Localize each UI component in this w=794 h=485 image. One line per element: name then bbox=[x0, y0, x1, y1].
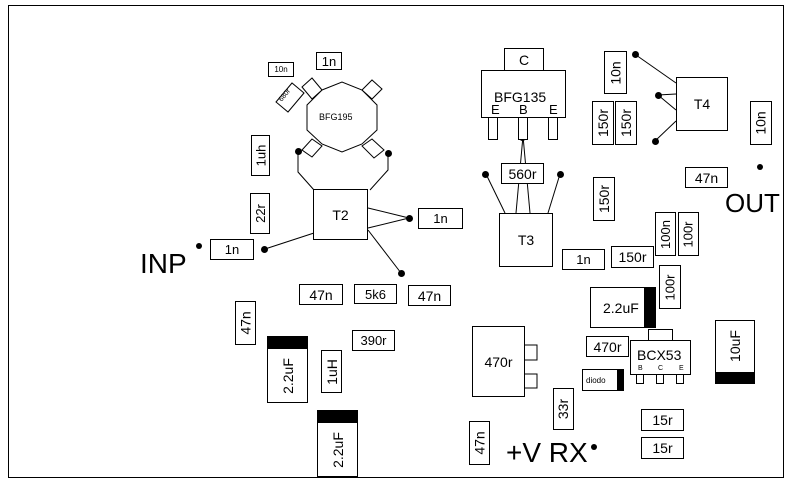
resistor-470r: 470r bbox=[586, 336, 629, 357]
bcx53-pin bbox=[676, 374, 684, 384]
resistor-100r: 100r bbox=[678, 212, 699, 256]
resistor-100r-lower: 100r bbox=[659, 265, 681, 309]
capacitor-10n-out: 10n bbox=[750, 101, 772, 145]
pin-e2: E bbox=[549, 102, 558, 117]
transformer-t3: T3 bbox=[499, 213, 553, 267]
bfg135-pin bbox=[488, 117, 498, 140]
bcx53-pin bbox=[636, 374, 644, 384]
solder-dot bbox=[632, 51, 639, 58]
input-label: INP bbox=[140, 248, 187, 279]
transformer-t2: T2 bbox=[313, 189, 368, 240]
bcx53-body: BCX53 B C E bbox=[630, 340, 691, 375]
capacitor-10n-t4: 10n bbox=[604, 51, 627, 94]
polarity-band bbox=[317, 410, 358, 423]
capacitor-47n: 47n bbox=[299, 284, 343, 305]
solder-dot bbox=[385, 150, 392, 157]
capacitor-10n: 10n bbox=[268, 62, 294, 77]
solder-dot bbox=[482, 171, 489, 178]
resistor-150r: 150r bbox=[615, 101, 637, 145]
polarity-band bbox=[644, 287, 656, 328]
resistor-390r: 390r bbox=[352, 330, 395, 351]
pcb-layout-board bbox=[8, 5, 784, 478]
resistor-150r: 150r bbox=[592, 101, 614, 145]
transformer-t4: T4 bbox=[676, 77, 728, 131]
capacitor-47n: 47n bbox=[408, 285, 451, 306]
bfg135-label: BFG135 bbox=[494, 89, 547, 105]
solder-dot bbox=[655, 92, 662, 99]
pin-e: E bbox=[679, 365, 684, 372]
r-680r-body bbox=[275, 82, 305, 113]
inductor-1uH: 1uH bbox=[321, 350, 342, 393]
polarity-band bbox=[267, 336, 308, 349]
output-dot bbox=[757, 164, 763, 170]
resistor-150r-vertical: 150r bbox=[593, 177, 615, 221]
resistor-150r-horizontal: 150r bbox=[611, 246, 654, 268]
input-dot bbox=[196, 243, 202, 249]
capacitor-1n: 1n bbox=[316, 52, 342, 70]
capacitor-1n-input: 1n bbox=[210, 239, 254, 260]
solder-dot bbox=[398, 270, 405, 277]
capacitor-47n-bottom: 47n bbox=[469, 421, 490, 465]
solder-dot bbox=[557, 171, 564, 178]
capacitor-47n-left: 47n bbox=[235, 301, 256, 345]
solder-dot bbox=[295, 148, 302, 155]
capacitor-1n-t3: 1n bbox=[562, 249, 605, 270]
resistor-560r: 560r bbox=[501, 163, 544, 184]
bfg135-body: BFG135 E B E bbox=[481, 70, 566, 118]
bfg195-pad-tr bbox=[361, 79, 383, 100]
solder-dot bbox=[652, 138, 659, 145]
bfg195-body bbox=[306, 81, 378, 153]
bcx53-pin bbox=[656, 374, 664, 384]
transformer-470r: 470r bbox=[472, 326, 525, 397]
supply-dot bbox=[591, 444, 597, 450]
pin-b: B bbox=[638, 365, 643, 372]
capacitor-100n: 100n bbox=[655, 212, 676, 256]
resistor-22r: 22r bbox=[250, 193, 270, 234]
bfg195-pad-tl bbox=[301, 77, 323, 100]
bcx53-label: BCX53 bbox=[637, 347, 682, 363]
inductor-1uh: 1uh bbox=[251, 135, 270, 176]
diode-cathode-band bbox=[617, 369, 624, 391]
resistor-15r: 15r bbox=[641, 409, 684, 431]
bfg195-pad-br bbox=[361, 138, 385, 159]
pin-b: B bbox=[519, 102, 528, 117]
capacitor-1n-t2: 1n bbox=[418, 208, 463, 229]
bfg135-pin bbox=[518, 117, 528, 140]
resistor-5k6: 5k6 bbox=[354, 284, 397, 304]
capacitor-47n-out: 47n bbox=[685, 167, 728, 188]
pin-c: C bbox=[658, 365, 664, 372]
resistor-33r: 33r bbox=[553, 388, 574, 430]
bfg135-pin bbox=[548, 117, 558, 140]
bfg195-pad-bl bbox=[301, 138, 323, 158]
solder-dot bbox=[261, 246, 268, 253]
pin-e1: E bbox=[491, 102, 500, 117]
bfg195-label: BFG195 bbox=[319, 112, 353, 122]
resistor-15r: 15r bbox=[641, 437, 684, 459]
bfg135-collector-tab: C bbox=[504, 48, 544, 71]
solder-dot bbox=[406, 215, 413, 222]
supply-label: +V RX bbox=[506, 437, 588, 468]
output-label: OUT bbox=[725, 188, 780, 218]
polarity-band bbox=[715, 372, 755, 384]
